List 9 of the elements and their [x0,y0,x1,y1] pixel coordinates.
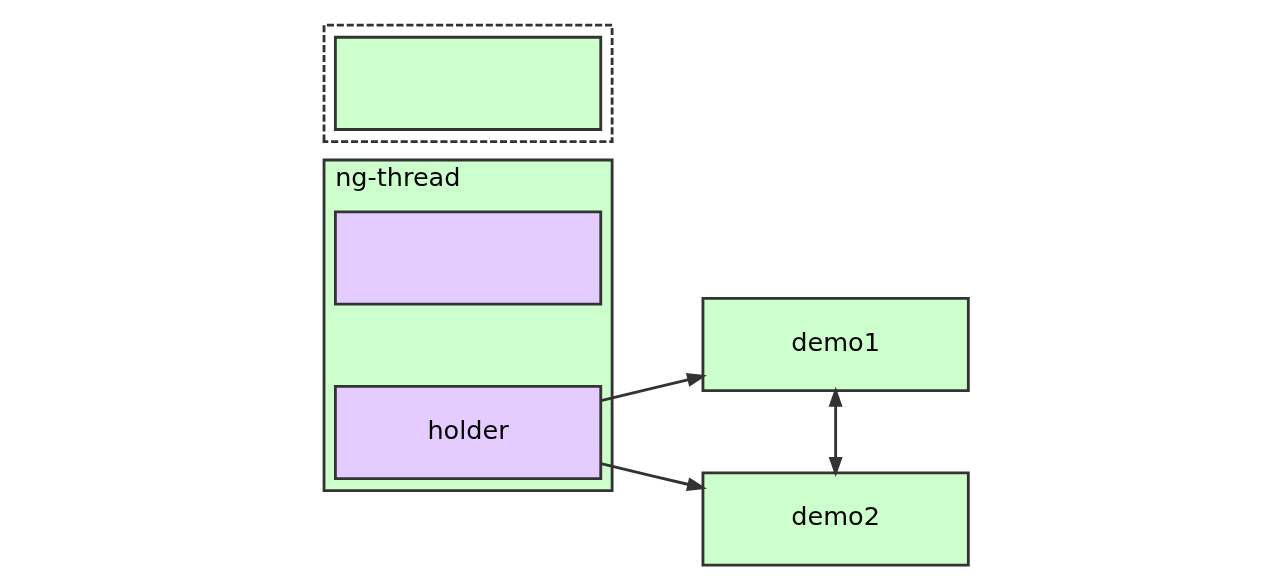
arrow [600,462,707,491]
node-box: demo2 [701,471,970,567]
node-box [333,35,602,131]
node-box [333,210,602,306]
arrow [828,386,843,477]
arrow [600,373,707,403]
cluster [322,23,614,143]
node-box: demo1 [701,296,970,393]
node-box: holder [333,384,602,481]
